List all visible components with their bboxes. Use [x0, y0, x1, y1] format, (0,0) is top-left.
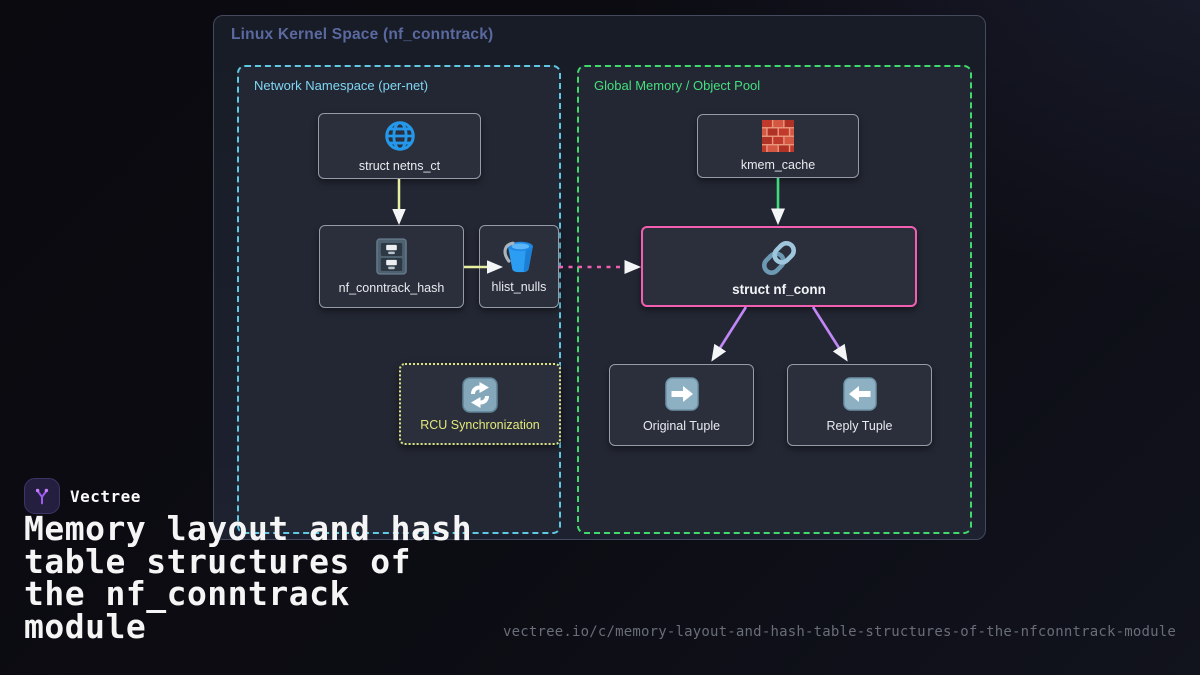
kernel-space-panel: Linux Kernel Space (nf_conntrack) Networ… — [213, 15, 986, 540]
file-cabinet-icon — [376, 238, 407, 275]
page-title-line: the nf_conntrack — [24, 574, 350, 613]
node-nf-conntrack-hash: nf_conntrack_hash — [319, 225, 464, 308]
kernel-space-title: Linux Kernel Space (nf_conntrack) — [231, 26, 494, 43]
page-title-line: table structures of — [24, 541, 411, 581]
arrow-left-icon — [842, 377, 877, 411]
node-label: hlist_nulls — [491, 280, 547, 294]
node-label: Original Tuple — [642, 419, 721, 433]
node-label: struct netns_ct — [358, 159, 441, 173]
node-struct-nf-conn: struct nf_conn — [641, 226, 917, 307]
page-title-line: Memory layout and hash — [24, 509, 473, 548]
node-netns-ct: struct netns_ct — [318, 113, 481, 179]
bucket-icon — [501, 239, 538, 274]
node-label: kmem_cache — [740, 158, 816, 172]
chain-link-icon — [758, 237, 800, 279]
vectree-branch-icon — [31, 485, 53, 507]
page-title: Memory layout and hash table structures … — [24, 509, 473, 646]
sync-arrows-icon — [462, 376, 498, 413]
namespace-group-label: Network Namespace (per-net) — [254, 78, 429, 93]
node-kmem-cache: kmem_cache — [697, 114, 859, 178]
node-reply-tuple: Reply Tuple — [787, 364, 932, 446]
brand-row: Vectree — [24, 478, 141, 514]
node-rcu-synchronization: RCU Synchronization — [399, 363, 561, 445]
node-label: Reply Tuple — [826, 419, 893, 433]
globe-icon — [383, 119, 417, 153]
page-title-line: module — [24, 606, 147, 646]
node-label: RCU Synchronization — [420, 417, 540, 432]
arrow-right-icon — [664, 377, 699, 411]
bricks-icon — [762, 120, 794, 152]
page-url[interactable]: vectree.io/c/memory-layout-and-hash-tabl… — [502, 624, 1176, 640]
brand-name: Vectree — [70, 486, 141, 506]
vectree-logo — [24, 478, 60, 514]
node-label: struct nf_conn — [732, 281, 826, 297]
node-original-tuple: Original Tuple — [609, 364, 754, 446]
global-pool-group-label: Global Memory / Object Pool — [594, 78, 761, 93]
node-label: nf_conntrack_hash — [338, 281, 445, 295]
node-hlist-nulls: hlist_nulls — [479, 225, 559, 308]
